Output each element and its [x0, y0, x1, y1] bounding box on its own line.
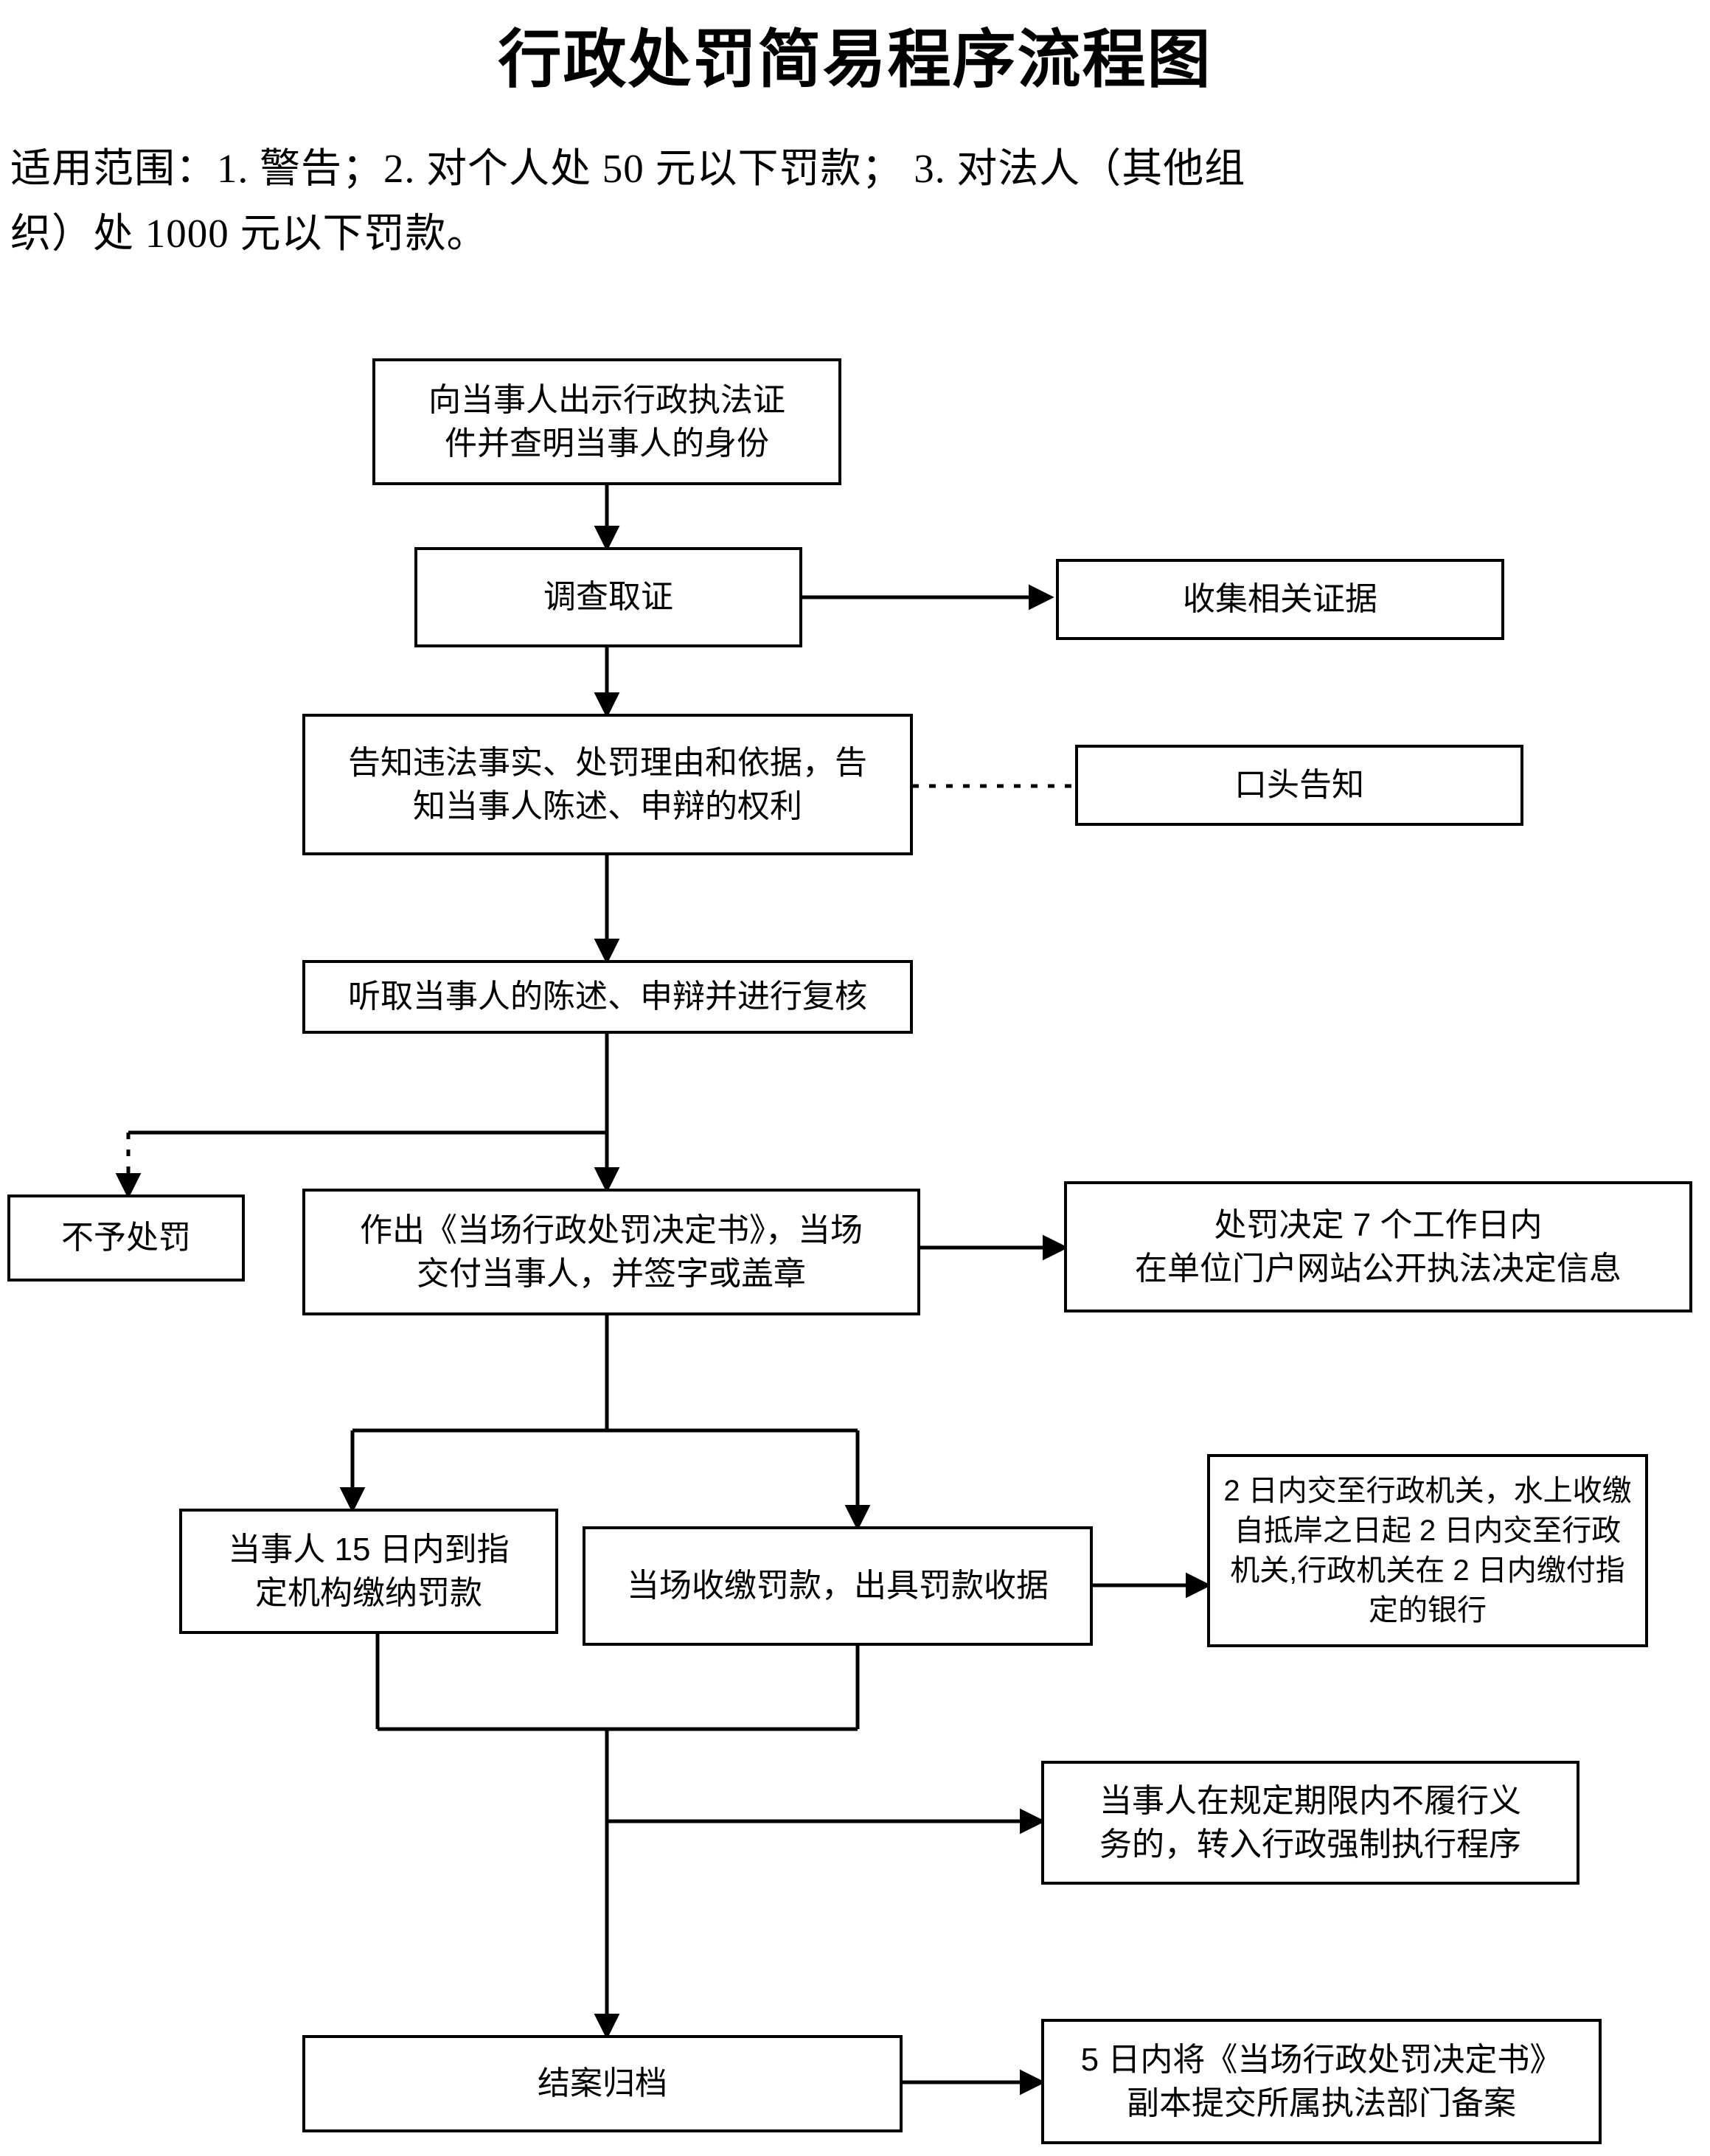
- node-no-penalty[interactable]: 不予处罚: [7, 1195, 245, 1282]
- node-decision-line-1: 作出《当场行政处罚决定书》，当场: [360, 1211, 863, 1248]
- node-collect-onsite-line-1: 当场收缴罚款，出具罚款收据: [627, 1568, 1049, 1604]
- node-compulsory-enforcement-line-1: 当事人在规定期限内不履行义: [1099, 1782, 1521, 1819]
- node-pay-15-days-line-2: 定机构缴纳罚款: [254, 1575, 482, 1611]
- node-decision[interactable]: 作出《当场行政处罚决定书》，当场 交付当事人，并签字或盖章: [302, 1189, 920, 1315]
- node-file-copy-5-days-line-1: 5 日内将《当场行政处罚决定书》: [1080, 2041, 1563, 2078]
- node-show-credentials-line-1: 向当事人出示行政执法证: [428, 381, 785, 418]
- node-close-archive-line-1: 结案归档: [538, 2065, 667, 2102]
- node-inform-rights[interactable]: 告知违法事实、处罚理由和依据，告 知当事人陈述、申辩的权利: [302, 714, 913, 855]
- node-collect-evidence[interactable]: 收集相关证据: [1056, 559, 1504, 640]
- scope-line-1: 适用范围：1. 警告；2. 对个人处 50 元以下罚款； 3. 对法人（其他组: [10, 146, 1246, 191]
- node-publish-decision[interactable]: 处罚决定 7 个工作日内 在单位门户网站公开执法决定信息: [1064, 1181, 1692, 1312]
- node-hear-statement-line-1: 听取当事人的陈述、申辩并进行复核: [348, 978, 867, 1015]
- scope-line-2: 织）处 1000 元以下罚款。: [10, 211, 488, 256]
- node-publish-decision-line-2: 在单位门户网站公开执法决定信息: [1135, 1251, 1622, 1287]
- node-transfer-2-days-line-3: 机关,行政机关在 2 日内缴付指: [1230, 1554, 1625, 1587]
- node-compulsory-enforcement[interactable]: 当事人在规定期限内不履行义 务的，转入行政强制执行程序: [1041, 1761, 1579, 1885]
- node-investigate[interactable]: 调查取证: [414, 547, 802, 647]
- node-decision-line-2: 交付当事人，并签字或盖章: [417, 1256, 806, 1292]
- node-show-credentials-line-2: 件并查明当事人的身份: [445, 425, 769, 462]
- node-collect-onsite[interactable]: 当场收缴罚款，出具罚款收据: [583, 1526, 1093, 1646]
- node-file-copy-5-days[interactable]: 5 日内将《当场行政处罚决定书》 副本提交所属执法部门备案: [1041, 2019, 1602, 2144]
- page-title: 行政处罚简易程序流程图: [498, 24, 1212, 95]
- node-transfer-2-days-line-2: 自抵岸之日起 2 日内交至行政: [1234, 1515, 1622, 1547]
- node-no-penalty-line-1: 不予处罚: [61, 1220, 191, 1256]
- node-collect-evidence-line-1: 收集相关证据: [1183, 581, 1377, 618]
- node-transfer-2-days[interactable]: 2 日内交至行政机关，水上收缴 自抵岸之日起 2 日内交至行政 机关,行政机关在…: [1207, 1454, 1648, 1647]
- node-investigate-line-1: 调查取证: [543, 579, 673, 616]
- node-close-archive[interactable]: 结案归档: [302, 2035, 903, 2132]
- node-oral-notice-line-1: 口头告知: [1234, 767, 1364, 804]
- node-transfer-2-days-line-1: 2 日内交至行政机关，水上收缴: [1223, 1475, 1632, 1507]
- node-oral-notice[interactable]: 口头告知: [1075, 745, 1523, 826]
- node-inform-rights-line-1: 告知违法事实、处罚理由和依据，告: [348, 744, 867, 781]
- scope-description: 适用范围：1. 警告；2. 对个人处 50 元以下罚款； 3. 对法人（其他组 …: [10, 136, 1699, 266]
- node-publish-decision-line-1: 处罚决定 7 个工作日内: [1214, 1206, 1543, 1243]
- node-compulsory-enforcement-line-2: 务的，转入行政强制执行程序: [1099, 1826, 1521, 1863]
- node-pay-15-days-line-1: 当事人 15 日内到指: [228, 1531, 510, 1568]
- node-hear-statement[interactable]: 听取当事人的陈述、申辩并进行复核: [302, 960, 913, 1034]
- node-file-copy-5-days-line-2: 副本提交所属执法部门备案: [1126, 2085, 1516, 2121]
- node-pay-15-days[interactable]: 当事人 15 日内到指 定机构缴纳罚款: [179, 1509, 558, 1634]
- node-show-credentials[interactable]: 向当事人出示行政执法证 件并查明当事人的身份: [372, 358, 841, 485]
- node-inform-rights-line-2: 知当事人陈述、申辩的权利: [413, 788, 802, 824]
- node-transfer-2-days-line-4: 定的银行: [1368, 1594, 1487, 1627]
